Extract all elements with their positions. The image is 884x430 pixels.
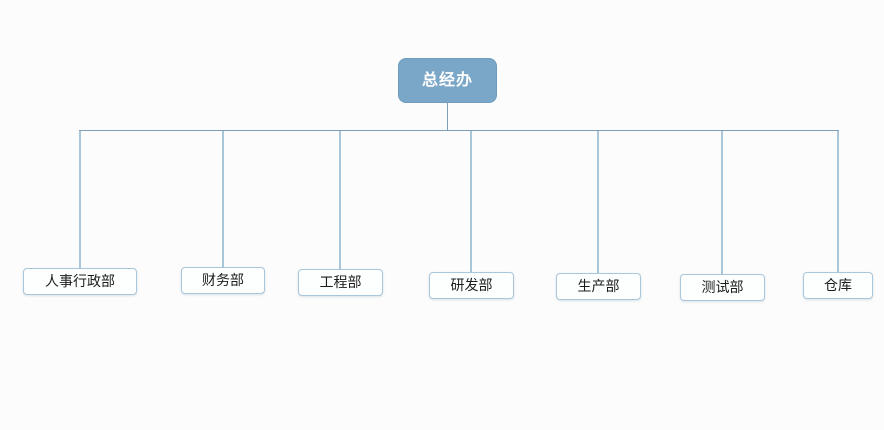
org-node-engineering[interactable]: 工程部: [298, 269, 383, 296]
connector-drop-rnd: [470, 131, 472, 272]
org-node-rnd[interactable]: 研发部: [429, 272, 514, 299]
org-node-finance[interactable]: 财务部: [181, 267, 265, 294]
connector-drop-hr-admin: [79, 131, 81, 268]
connector-drop-testing: [721, 131, 723, 274]
connector-drop-warehouse: [837, 131, 839, 272]
connector-root-vertical: [447, 103, 448, 130]
org-node-warehouse[interactable]: 仓库: [803, 272, 873, 299]
connector-drop-engineering: [339, 131, 341, 269]
connector-drop-finance: [222, 131, 224, 267]
org-node-testing[interactable]: 测试部: [680, 274, 765, 301]
org-node-root[interactable]: 总经办: [398, 58, 497, 103]
connector-horizontal-rail: [79, 130, 839, 131]
org-node-hr-admin[interactable]: 人事行政部: [23, 268, 137, 295]
org-node-production[interactable]: 生产部: [556, 273, 641, 300]
connector-drop-production: [597, 131, 599, 273]
